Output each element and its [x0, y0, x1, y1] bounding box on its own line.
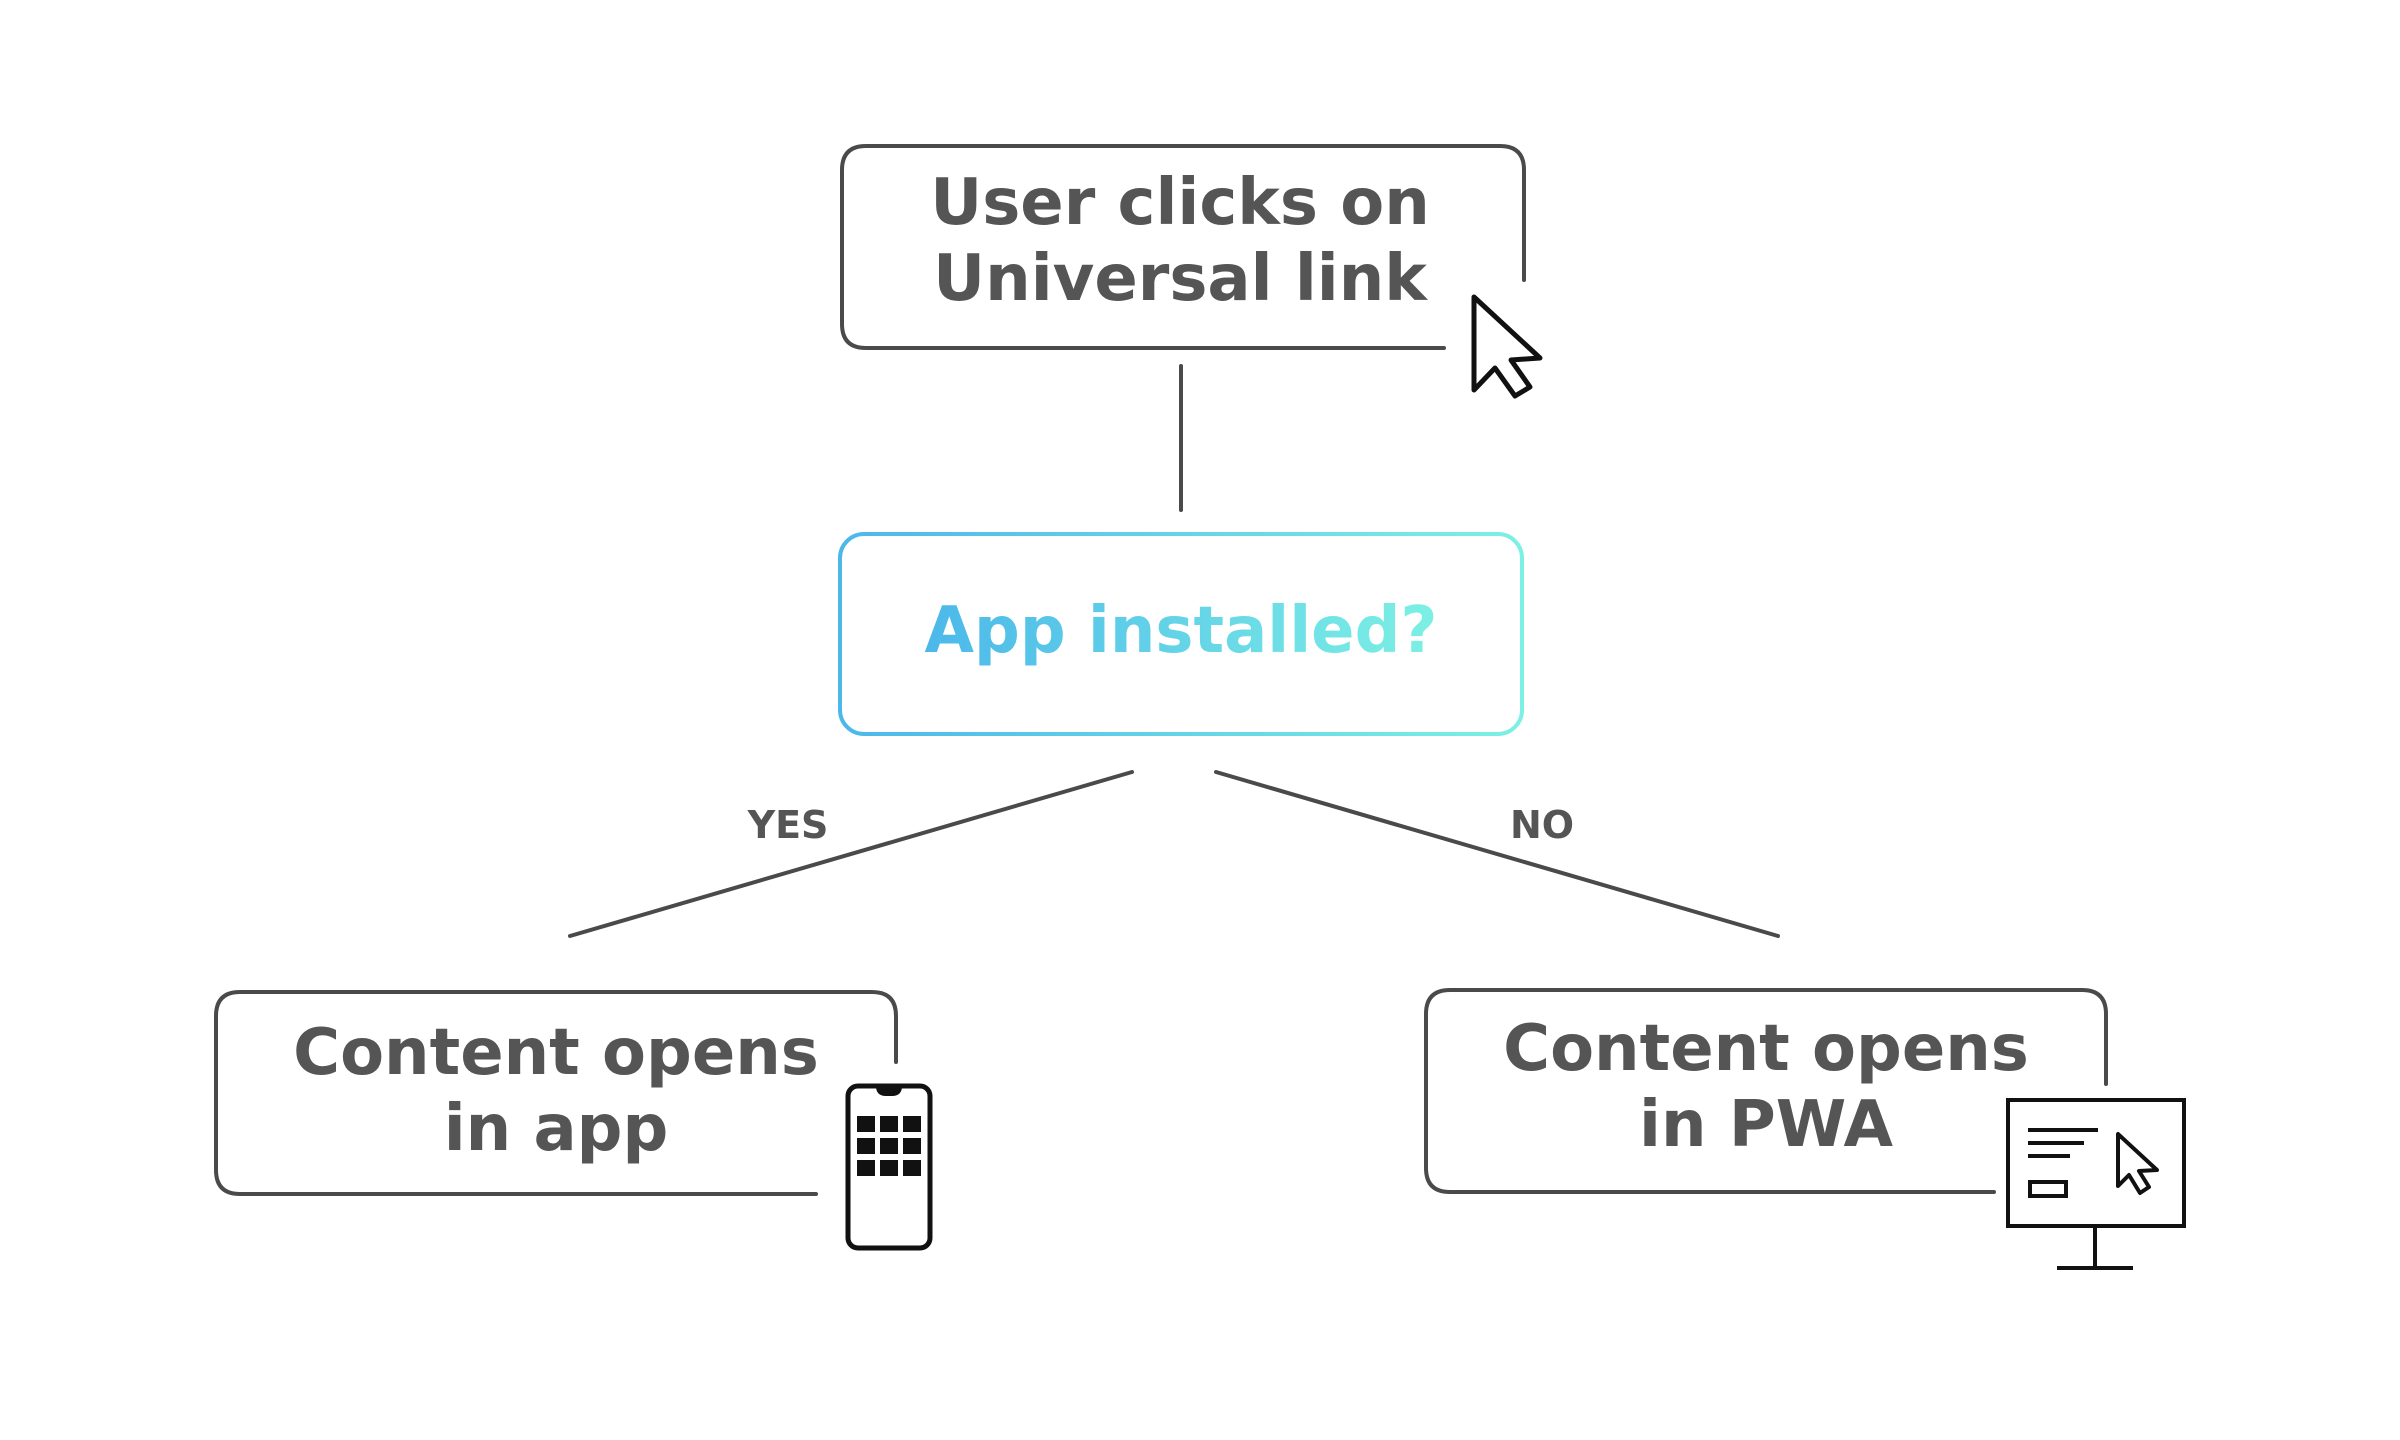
- node-left: Content opens in app: [214, 990, 933, 1251]
- branch-no-line: [1214, 770, 1780, 938]
- node-left-border: [214, 990, 898, 1196]
- branch-yes-line: [568, 770, 1134, 938]
- smartphone-icon: [845, 1083, 933, 1251]
- node-right: Content opens in PWA: [1424, 988, 2186, 1270]
- node-start: User clicks on Universal link: [840, 144, 1543, 399]
- branch-yes-label: YES: [747, 803, 829, 847]
- node-decision-label: App installed?: [924, 594, 1437, 668]
- node-start-line2: Universal link: [933, 242, 1428, 316]
- node-decision-border: [838, 532, 1524, 736]
- node-decision: App installed?: [838, 532, 1524, 736]
- cursor-arrow-icon: [1471, 294, 1543, 399]
- node-left-line1: Content opens: [293, 1016, 819, 1090]
- node-left-line2: in app: [444, 1092, 669, 1166]
- node-right-line1: Content opens: [1503, 1012, 2029, 1086]
- branch-no-label: NO: [1510, 803, 1574, 847]
- node-right-border: [1424, 988, 2108, 1194]
- node-start-border: [840, 144, 1526, 350]
- node-right-line2: in PWA: [1639, 1088, 1893, 1162]
- desktop-monitor-icon: [2006, 1098, 2186, 1270]
- node-start-line1: User clicks on: [930, 166, 1430, 240]
